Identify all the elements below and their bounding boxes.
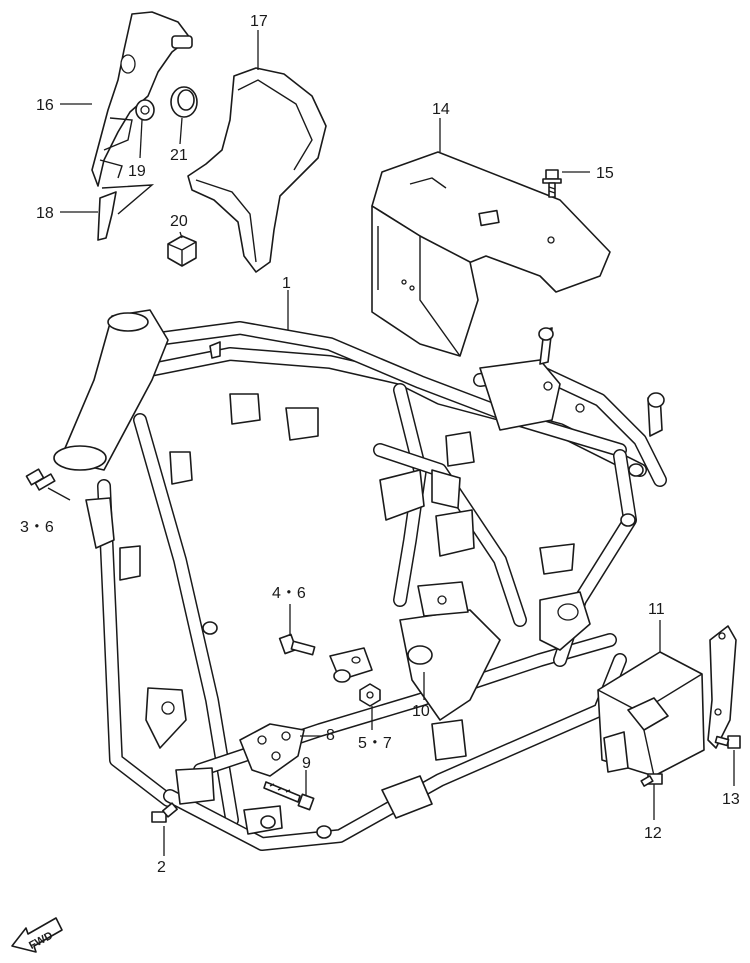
callout-8: 8 xyxy=(326,727,335,744)
engine-mount-part xyxy=(329,647,373,683)
callout-13: 13 xyxy=(722,791,740,808)
side-cover-part xyxy=(91,11,193,187)
main-frame-part xyxy=(53,309,667,851)
callout-1: 1 xyxy=(282,275,291,292)
cushion-part xyxy=(167,235,197,267)
bolt-15-part xyxy=(542,169,562,198)
nut-5-7-part xyxy=(359,683,381,707)
callout-5-7: 5・7 xyxy=(358,735,392,752)
strap-part xyxy=(97,184,155,241)
callout-16: 16 xyxy=(36,97,54,114)
bolt-2-part xyxy=(151,802,178,823)
fwd-arrow-icon xyxy=(11,917,63,953)
fwd-direction-badge: FWD xyxy=(11,917,63,953)
callout-14: 14 xyxy=(432,101,450,118)
callout-9: 9 xyxy=(302,755,311,772)
box-cover-part xyxy=(597,625,737,777)
callout-2: 2 xyxy=(157,859,166,876)
plate-8-part xyxy=(239,723,305,777)
bolt-12-part xyxy=(640,773,663,787)
callout-labels: 1 2 3・6 4・6 5・7 8 9 10 11 12 13 14 15 16… xyxy=(20,13,740,876)
bolt-4-6-part xyxy=(278,633,316,656)
callout-18: 18 xyxy=(36,205,54,222)
callout-21: 21 xyxy=(170,147,188,164)
leader-lines xyxy=(47,30,735,856)
grommet-part xyxy=(135,99,155,121)
callout-15: 15 xyxy=(596,165,614,182)
bolt-9-part xyxy=(263,781,315,811)
callout-11: 11 xyxy=(648,601,665,618)
battery-tray-part xyxy=(371,151,611,357)
callout-10: 10 xyxy=(412,703,430,720)
callout-19: 19 xyxy=(128,163,146,180)
grommet-ring-part xyxy=(170,86,198,118)
callout-17: 17 xyxy=(250,13,268,30)
bolt-3-6-part xyxy=(25,468,56,491)
seat-pad-part xyxy=(187,67,327,273)
callout-4-6: 4・6 xyxy=(272,585,306,602)
callout-12: 12 xyxy=(644,825,662,842)
callout-20: 20 xyxy=(170,213,188,230)
bolt-13-part xyxy=(714,735,741,749)
callout-3-6: 3・6 xyxy=(20,519,54,536)
